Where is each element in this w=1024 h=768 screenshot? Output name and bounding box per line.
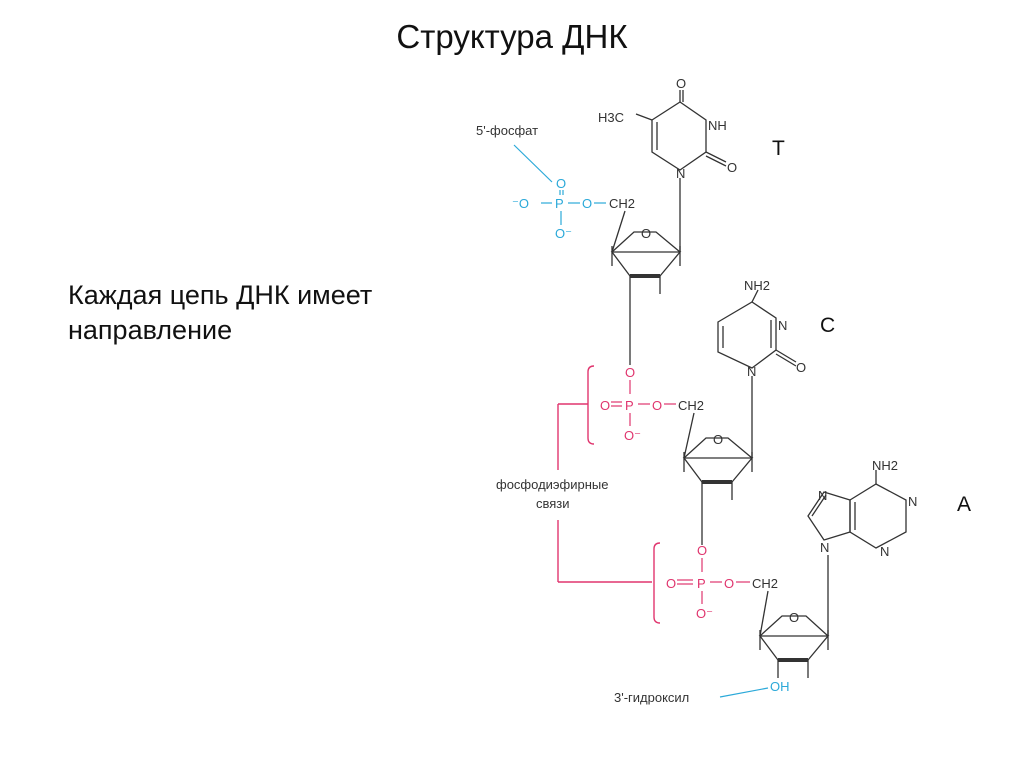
adenine-n9: N [820,540,829,555]
phosphate-5-prime: ⁻O P O O O⁻ [512,176,606,241]
base-cytosine [717,289,797,369]
deoxyribose-1 [610,178,682,365]
phosphate-2-o-eq: O [600,398,610,413]
ch2-3: CH2 [752,576,778,591]
label-phosphodiester-line1: фосфодиэфирные [496,477,609,492]
thymine-o-right: O [727,160,737,175]
phosphate-2-p: P [625,398,634,413]
phosphate-3-p: P [697,576,706,591]
cytosine-nh2: NH2 [744,278,770,293]
deoxyribose-3 [758,555,830,678]
deoxyribose-2 [682,376,754,545]
hydroxyl-oh: OH [770,679,790,694]
phosphate-3-o-ester: O [724,576,734,591]
phosphate-1-p: P [555,196,564,211]
cytosine-o-right: O [796,360,806,375]
label-3-hydroxyl: 3'-гидроксил [614,690,689,705]
thymine-ch3: H3C [598,110,624,125]
body-text-line-2: направление [68,315,233,345]
phosphate-1-o-ester: O [582,196,592,211]
base-letter-a: A [957,493,971,516]
body-text: Каждая цепь ДНК имеет направление [68,278,448,348]
phosphate-2: O O P O O⁻ [600,365,676,443]
label-5-phosphate: 5'-фосфат [476,123,538,138]
slide-title: Структура ДНК [396,18,628,55]
sugar-2-o: O [713,432,723,447]
cytosine-n-right: N [778,318,787,333]
phosphate-3-o-top: O [697,543,707,558]
adenine-nh2: NH2 [872,458,898,473]
base-letter-c: C [820,314,835,337]
phosphate-2-o-top: O [625,365,635,380]
phosphate-2-o-bottom: O⁻ [624,428,641,443]
phosphate-1-o-top: O [556,176,566,191]
sugar-1-o: O [641,226,651,241]
phosphate-3-o-bottom: O⁻ [696,606,713,621]
thymine-n: N [676,166,685,181]
adenine-n1: N [908,494,917,509]
phosphodiester-bracket [557,365,661,624]
phosphate-3-o-eq: O [666,576,676,591]
label-5-phosphate-leader [513,144,553,183]
sugar-3-o: O [789,610,799,625]
phosphate-2-o-ester: O [652,398,662,413]
phosphate-1-o-bottom: O⁻ [555,226,572,241]
adenine-n3: N [880,544,889,559]
base-letter-t: T [772,137,785,160]
label-phosphodiester-line2: связи [536,496,570,511]
label-3-hydroxyl-leader [719,687,769,698]
thymine-o-top: O [676,76,686,91]
phosphate-3: O O P O O⁻ [666,543,750,621]
base-thymine [635,90,727,171]
ch2-2: CH2 [678,398,704,413]
ch2-1: CH2 [609,196,635,211]
cytosine-n: N [747,364,756,379]
thymine-nh: NH [708,118,727,133]
adenine-n7: N [818,488,827,503]
body-text-line-1: Каждая цепь ДНК имеет [68,280,373,310]
base-adenine [807,470,907,549]
phosphate-1-o-minus: ⁻O [512,196,529,211]
